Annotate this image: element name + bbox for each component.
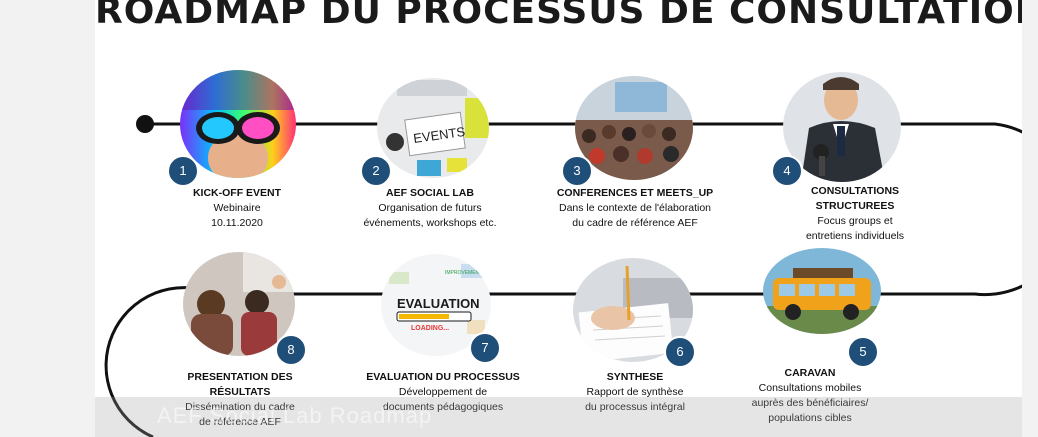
photo-presentation: [183, 252, 295, 356]
step-heading: PRESENTATION DES RÉSULTATS: [187, 371, 293, 398]
step-description: Développement de: [398, 386, 488, 398]
watermark-band: AEF Social Lab Roadmap: [95, 397, 1022, 437]
step-description: Organisation de futurs: [378, 202, 482, 214]
photo-conferences: [575, 76, 693, 180]
step-description: Dans le contexte de l'élaboration: [558, 202, 712, 214]
watermark-text: AEF Social Lab Roadmap: [157, 403, 433, 428]
step-description: événements, workshops etc.: [363, 217, 497, 229]
improvement-text: IMPROVEMENT: [445, 270, 482, 276]
step-description: documents pédagogiques: [382, 401, 504, 413]
step-description: Webinaire: [213, 202, 261, 214]
step-heading: CONFERENCES ET MEETS_UP: [556, 187, 714, 199]
step-label-7: EVALUATION DU PROCESSUS Développement de…: [348, 370, 538, 415]
step-heading: CARAVAN: [784, 367, 836, 379]
step-label-2: AEF SOCIAL LAB Organisation de futurs év…: [335, 186, 525, 231]
path-start-dot: [136, 115, 154, 133]
step-badge-1: 1: [167, 155, 199, 187]
step-badge-2: 2: [360, 155, 392, 187]
step-label-8: PRESENTATION DES RÉSULTATS Dissémination…: [165, 370, 315, 430]
loading-photo-text: LOADING...: [411, 325, 449, 332]
step-heading: AEF SOCIAL LAB: [386, 187, 474, 199]
step-label-4: CONSULTATIONS STRUCTUREES Focus groups e…: [785, 184, 925, 244]
events-note-text: EVENTS: [412, 124, 466, 146]
step-description: auprès des bénéficiaires/: [751, 397, 869, 409]
roadmap-path: [104, 115, 1022, 437]
step-description: du processus intégral: [585, 401, 685, 413]
step-label-1: KICK-OFF EVENT Webinaire 10.11.2020: [142, 186, 332, 231]
step-description: Focus groups et: [817, 215, 893, 227]
step-badge-4: 4: [771, 155, 803, 187]
step-badge-6: 6: [664, 336, 696, 368]
step-label-6: SYNTHESE Rapport de synthèse du processu…: [540, 370, 730, 415]
evaluation-photo-text: EVALUATION: [397, 296, 480, 311]
step-heading: SYNTHESE: [606, 371, 664, 383]
step-description: Consultations mobiles: [758, 382, 862, 394]
step-description: entretiens individuels: [805, 230, 905, 242]
step-heading: KICK-OFF EVENT: [192, 187, 282, 199]
step-description: Rapport de synthèse: [586, 386, 684, 398]
step-label-3: CONFERENCES ET MEETS_UP Dans le contexte…: [540, 186, 730, 231]
photo-social-lab: EVENTS: [377, 78, 489, 178]
photo-kickoff: [180, 70, 296, 178]
step-description: de référence AEF: [199, 416, 281, 428]
step-description: du cadre de référence AEF: [572, 217, 698, 229]
step-heading: EVALUATION DU PROCESSUS: [366, 371, 520, 383]
step-heading: CONSULTATIONS STRUCTUREES: [810, 185, 900, 212]
roadmap-panel: ROADMAP DU PROCESSUS DE CONSULTATION EVE…: [95, 0, 1022, 437]
step-badge-8: 8: [275, 334, 307, 366]
step-badge-7: 7: [469, 332, 501, 364]
step-description: populations cibles: [768, 412, 852, 424]
photo-consultations: [783, 72, 901, 182]
step-badge-3: 3: [561, 155, 593, 187]
step-badge-5: 5: [847, 336, 879, 368]
photo-caravan: [763, 248, 881, 334]
page-title: ROADMAP DU PROCESSUS DE CONSULTATION: [95, 0, 1022, 32]
step-description: Dissémination du cadre: [185, 401, 295, 413]
step-description: 10.11.2020: [211, 217, 263, 229]
step-label-5: CARAVAN Consultations mobiles auprès des…: [735, 366, 885, 426]
